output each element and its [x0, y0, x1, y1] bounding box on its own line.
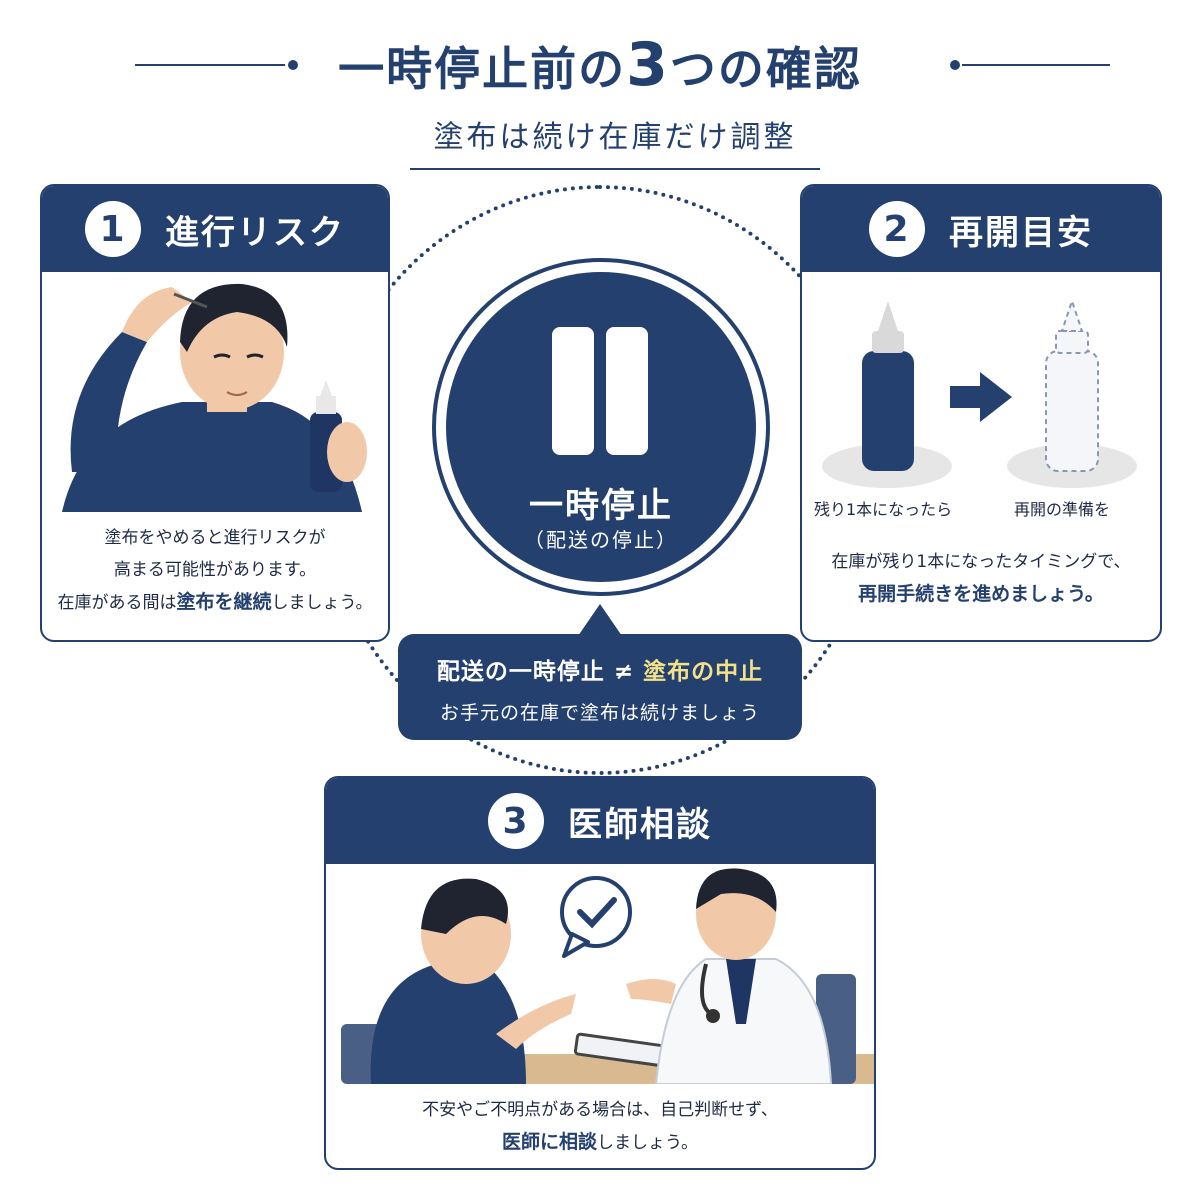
card-header: 2 再開目安 [802, 186, 1160, 272]
page-subtitle: 塗布は続け在庫だけ調整 [410, 112, 820, 170]
card-description: 塗布をやめると進行リスクが 高まる可能性があります。 在庫がある間は塗布を継続し… [57, 528, 373, 613]
bottle-icon [862, 301, 914, 471]
pause-circle [446, 272, 756, 582]
card-progress-risk: 1 進行リスク 塗布をやめると進行リスクが 高まる可能性があります。 在庫がある… [40, 184, 390, 642]
step-number: 3 [488, 793, 544, 849]
caption-right: 再開の準備を [1014, 500, 1111, 519]
page-title: 一時停止前の3つの確認 [338, 30, 862, 100]
pause-sublabel: （配送の停止） [524, 528, 678, 552]
title-dot-right [950, 60, 960, 70]
callout-sub: お手元の在庫で塗布は続けましょう [439, 702, 760, 724]
card-description: 在庫が残り1本になったタイミングで、 再開手続きを進めましょう。 [831, 552, 1131, 605]
check-bubble-icon [560, 876, 632, 958]
pause-icon-right-bar [606, 327, 648, 455]
card-doctor-consult: 3 医師相談 不安やご不明点がある場合は、自己判断せず、 医師に相談しましょう。 [324, 776, 876, 1170]
pause-label: 一時停止 [529, 486, 673, 526]
doctor-consultation-illustration [341, 868, 874, 1084]
man-applying-lotion-illustration [62, 283, 367, 512]
card-title: 進行リスク [165, 212, 345, 253]
step-number: 2 [869, 201, 925, 257]
callout-tail [578, 604, 622, 636]
bottle-comparison-illustration [822, 297, 1137, 488]
title-rule-right [962, 64, 1110, 66]
callout-box: 配送の一時停止 ≠ 塗布の中止 お手元の在庫で塗布は続けましょう [398, 634, 802, 740]
arrow-right-icon [950, 372, 1012, 422]
card-restart-guide: 2 再開目安 残り1本になったら 再開の準備を 在庫が残り1本になったタイミング… [800, 184, 1162, 642]
title-rule-left [135, 64, 285, 66]
title-dot-left [288, 60, 298, 70]
caption-left: 残り1本になったら [814, 500, 953, 519]
card-title: 再開目安 [949, 212, 1093, 253]
pause-icon-left-bar [552, 327, 594, 455]
card-header: 3 医師相談 [326, 778, 874, 864]
card-description: 不安やご不明点がある場合は、自己判断せず、 医師に相談しましょう。 [422, 1100, 778, 1153]
empty-bottle-icon [1045, 297, 1099, 472]
step-number: 1 [85, 201, 141, 257]
card-title: 医師相談 [568, 804, 712, 845]
callout-main: 配送の一時停止 ≠ 塗布の中止 [436, 659, 764, 685]
card-header: 1 進行リスク [42, 186, 388, 272]
